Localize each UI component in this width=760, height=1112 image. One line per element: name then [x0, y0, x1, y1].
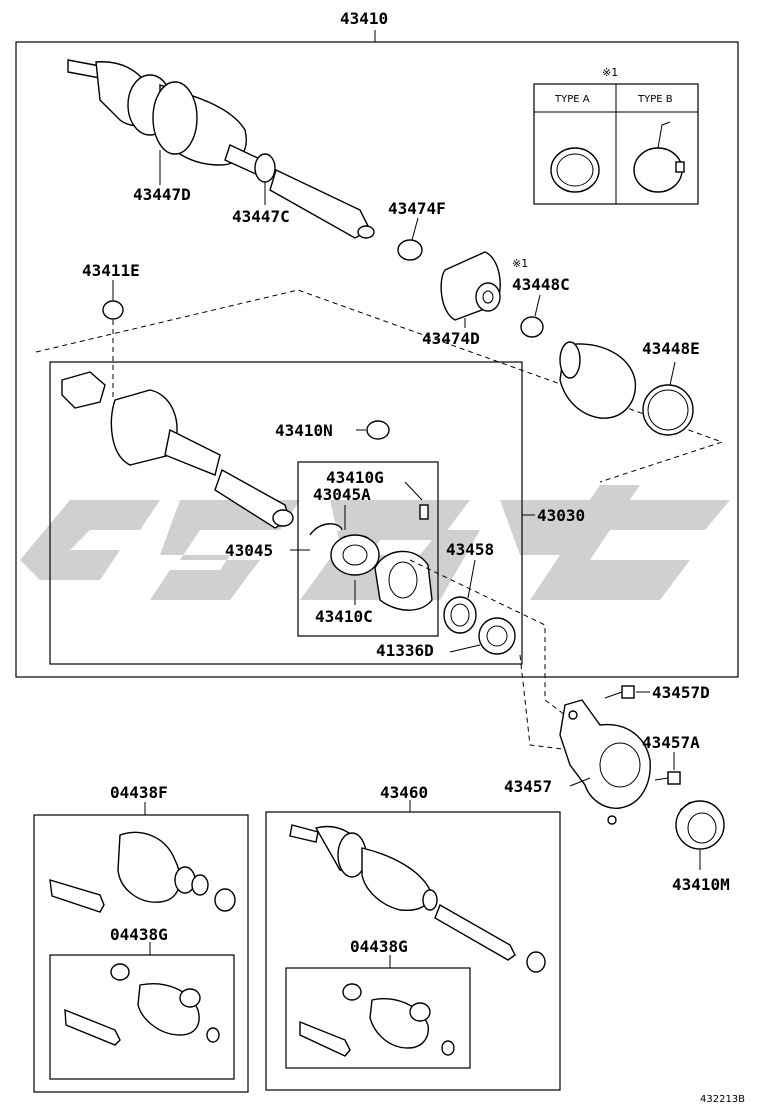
- mark-43448C: ※1: [512, 257, 528, 270]
- label-43458: 43458: [446, 540, 494, 559]
- ref-code: 432213B: [700, 1094, 745, 1105]
- label-43447D: 43447D: [133, 185, 191, 204]
- seal-41336D-icon: [478, 617, 516, 655]
- boot-43448E-icon: [559, 341, 694, 436]
- label-43457A: 43457A: [642, 733, 700, 752]
- assembly-box-43460: [265, 811, 561, 1091]
- watermark-logo: [20, 485, 730, 600]
- outer-cv-joint-assembly: [67, 59, 375, 239]
- type-a-header: TYPE A: [554, 94, 590, 105]
- label-43030: 43030: [537, 506, 585, 525]
- label-43457: 43457: [504, 777, 552, 796]
- boot-kit-04438G-left-icon: [64, 963, 220, 1046]
- clamp-43448C-icon: [520, 316, 544, 338]
- type-b-header: TYPE B: [637, 94, 673, 105]
- drive-shaft-icon: [269, 169, 371, 239]
- bracket-43410C-icon: [374, 550, 433, 611]
- inner-joint-shaft-icon: [61, 371, 294, 529]
- label-43411E: 43411E: [82, 261, 140, 280]
- clamp-type-a-icon: [550, 147, 600, 193]
- snap-ring-43411E-icon: [102, 300, 124, 320]
- label-04438G-right: 04438G: [350, 937, 408, 956]
- label-43460: 43460: [380, 783, 428, 802]
- label-04438G-left: 04438G: [110, 925, 168, 944]
- label-43045A: 43045A: [313, 485, 371, 504]
- pin-43410G-icon: [419, 504, 429, 520]
- label-43448E: 43448E: [642, 339, 700, 358]
- label-43410M: 43410M: [672, 875, 730, 894]
- damper-43474D-icon: [440, 251, 501, 321]
- axle-assembly-43460-icon: [289, 824, 546, 973]
- bolt-43457D-icon: [604, 685, 635, 699]
- label-04438F: 04438F: [110, 783, 168, 802]
- assembly-box-43030: [49, 361, 523, 665]
- type-table-mark: ※1: [602, 66, 618, 79]
- clamp-43447C-icon: [254, 153, 276, 183]
- label-43474F: 43474F: [388, 199, 446, 218]
- clamp-43474F-icon: [397, 239, 423, 261]
- label-43457D: 43457D: [652, 683, 710, 702]
- label-43410G: 43410G: [326, 468, 384, 487]
- dashed-outline: [35, 289, 724, 483]
- bearing-43410M-icon: [675, 800, 725, 850]
- label-43410N: 43410N: [275, 421, 333, 440]
- snap-ring-43410N-icon: [366, 420, 390, 440]
- bearing-43045-icon: [330, 534, 380, 576]
- assembly-box-43410: [15, 41, 739, 678]
- kit-box-04438F: [33, 814, 249, 1093]
- label-41336D: 41336D: [376, 641, 434, 660]
- seal-43458-icon: [443, 596, 477, 634]
- label-43410: 43410: [340, 9, 388, 28]
- label-43045: 43045: [225, 541, 273, 560]
- bearing-bracket-43457-icon: [559, 699, 651, 825]
- clip-43045A-icon: [309, 523, 343, 536]
- clamp-type-b-icon: [633, 147, 683, 193]
- boot-kit-04438F-icon: [49, 831, 236, 913]
- assembly-box-43410G: [297, 461, 439, 637]
- kit-box-04438G-left: [49, 954, 235, 1080]
- label-43410C: 43410C: [315, 607, 373, 626]
- kit-box-04438G-right: [285, 967, 471, 1069]
- label-43447C: 43447C: [232, 207, 290, 226]
- label-43474D: 43474D: [422, 329, 480, 348]
- bolt-43457A-icon: [654, 771, 681, 785]
- type-table: ※1 TYPE A TYPE B: [533, 66, 699, 205]
- label-43448C: 43448C: [512, 275, 570, 294]
- grease-tube-icon: [49, 879, 105, 913]
- boot-kit-04438G-right-icon: [299, 983, 455, 1057]
